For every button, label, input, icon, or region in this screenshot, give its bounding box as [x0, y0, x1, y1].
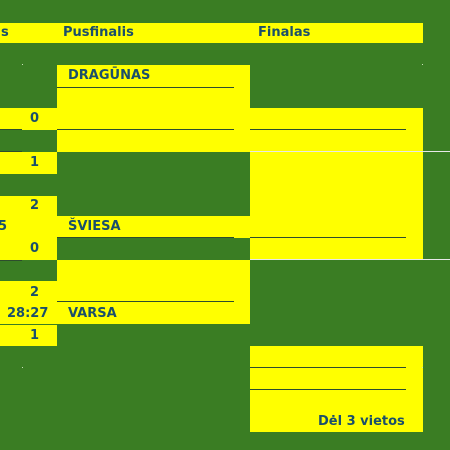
qf-block-4 — [0, 238, 57, 260]
qf-block-3 — [0, 196, 57, 218]
header-final: Finalas — [258, 25, 311, 40]
semifinal-line-2 — [57, 129, 234, 130]
qf-score-4: 0 — [30, 241, 40, 256]
decor-dot — [422, 367, 423, 368]
semifinal-team-mid: ŠVIESA — [68, 219, 121, 234]
qf-cut-text: 5 — [0, 219, 8, 234]
qf-line-1 — [0, 129, 22, 130]
semifinal-team-top: DRAGŪNAS — [68, 68, 151, 83]
semifinal-line-3 — [57, 237, 234, 238]
qf-block-5 — [0, 281, 57, 303]
qf-block-2 — [0, 152, 57, 174]
semifinal-block-bottom — [57, 260, 250, 324]
divider-line-1 — [250, 151, 450, 152]
third-place-line-2 — [250, 389, 406, 390]
qf-score-1: 0 — [30, 111, 40, 126]
semifinal-block-mid — [0, 216, 250, 238]
final-line-1 — [250, 129, 406, 130]
qf-score-2: 1 — [30, 155, 40, 170]
third-place-line-1 — [250, 367, 406, 368]
final-line-2 — [250, 237, 406, 238]
qf-time: 28:27 — [7, 306, 49, 321]
final-block — [250, 108, 423, 260]
semifinal-line-1 — [57, 87, 234, 88]
decor-dot — [422, 64, 423, 65]
qf-score-6: 1 — [30, 328, 40, 343]
semifinal-line-4 — [57, 301, 234, 302]
header-col1: s — [1, 25, 9, 40]
qf-score-5: 2 — [30, 285, 40, 300]
qf-score-3: 2 — [30, 198, 40, 213]
divider-line-2 — [250, 259, 450, 260]
decor-dot — [22, 64, 23, 65]
qf-line-1b — [0, 151, 22, 152]
qf-block-time — [0, 303, 57, 324]
header-bar — [0, 23, 423, 43]
header-semifinal: Pusfinalis — [63, 25, 134, 40]
qf-line-3 — [0, 260, 22, 261]
decor-dot — [22, 367, 23, 368]
third-place-label: Dėl 3 vietos — [318, 414, 405, 429]
qf-block-6 — [0, 325, 57, 346]
qf-block-1 — [0, 108, 57, 130]
semifinal-block-top — [57, 65, 250, 152]
semifinal-team-bottom: VARSA — [68, 306, 117, 321]
